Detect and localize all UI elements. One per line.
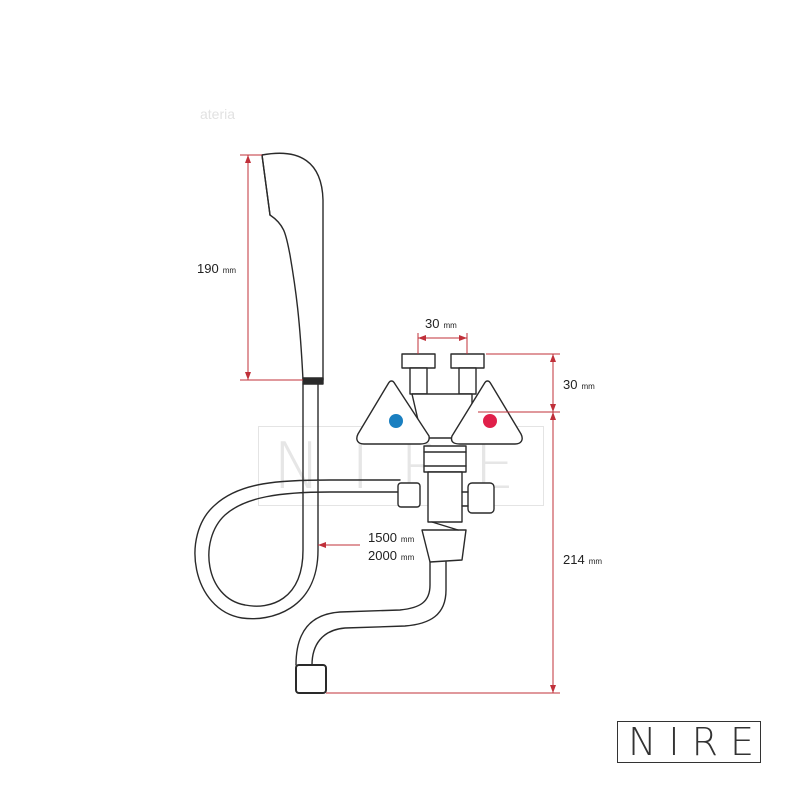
- side-cap: [467, 482, 495, 514]
- dim-2000-unit: mm: [401, 553, 415, 562]
- dim-214-value: 214: [563, 552, 585, 567]
- inlet-pipe-left: [409, 367, 428, 395]
- dim-214-unit: mm: [589, 557, 603, 566]
- dim-30-height-unit: mm: [581, 382, 595, 391]
- shower-hose-inner: [194, 383, 401, 620]
- faint-title: ateria: [200, 106, 236, 122]
- shower-head-collar: [302, 377, 324, 385]
- dim-190-value: 190: [197, 261, 219, 276]
- spout-outer: [295, 561, 431, 666]
- dim-190-unit: mm: [223, 266, 237, 275]
- dim-30-spacing: 30 mm: [425, 316, 457, 331]
- aerator: [295, 664, 327, 694]
- hot-indicator-dot: [483, 414, 497, 428]
- dim-190: 190 mm: [197, 261, 236, 276]
- inlet-nut-right: [450, 353, 485, 369]
- dim-2000: 2000 mm: [368, 548, 415, 563]
- dim-1500-unit: mm: [401, 535, 415, 544]
- shower-head: [261, 152, 324, 381]
- body-neck: [427, 471, 463, 523]
- dim-30-spacing-unit: mm: [443, 321, 457, 330]
- dim-30-spacing-value: 30: [425, 316, 439, 331]
- spout-inner: [311, 561, 447, 666]
- dim-1500: 1500 mm: [368, 530, 415, 545]
- shower-head-detail: [261, 154, 271, 216]
- inlet-nut-left: [401, 353, 436, 369]
- cold-indicator-dot: [389, 414, 403, 428]
- hose-connector: [397, 482, 421, 508]
- shower-hose-outer: [208, 383, 401, 607]
- body-ring: [423, 445, 467, 473]
- dim-214: 214 mm: [563, 552, 602, 567]
- inlet-pipe-right: [458, 367, 477, 395]
- spout-collar: [421, 529, 467, 563]
- dim-1500-value: 1500: [368, 530, 397, 545]
- dim-30-height-value: 30: [563, 377, 577, 392]
- brand-logo: NIRE: [617, 721, 761, 763]
- dim-2000-value: 2000: [368, 548, 397, 563]
- cold-handle: [356, 380, 430, 445]
- dim-30-height: 30 mm: [563, 377, 595, 392]
